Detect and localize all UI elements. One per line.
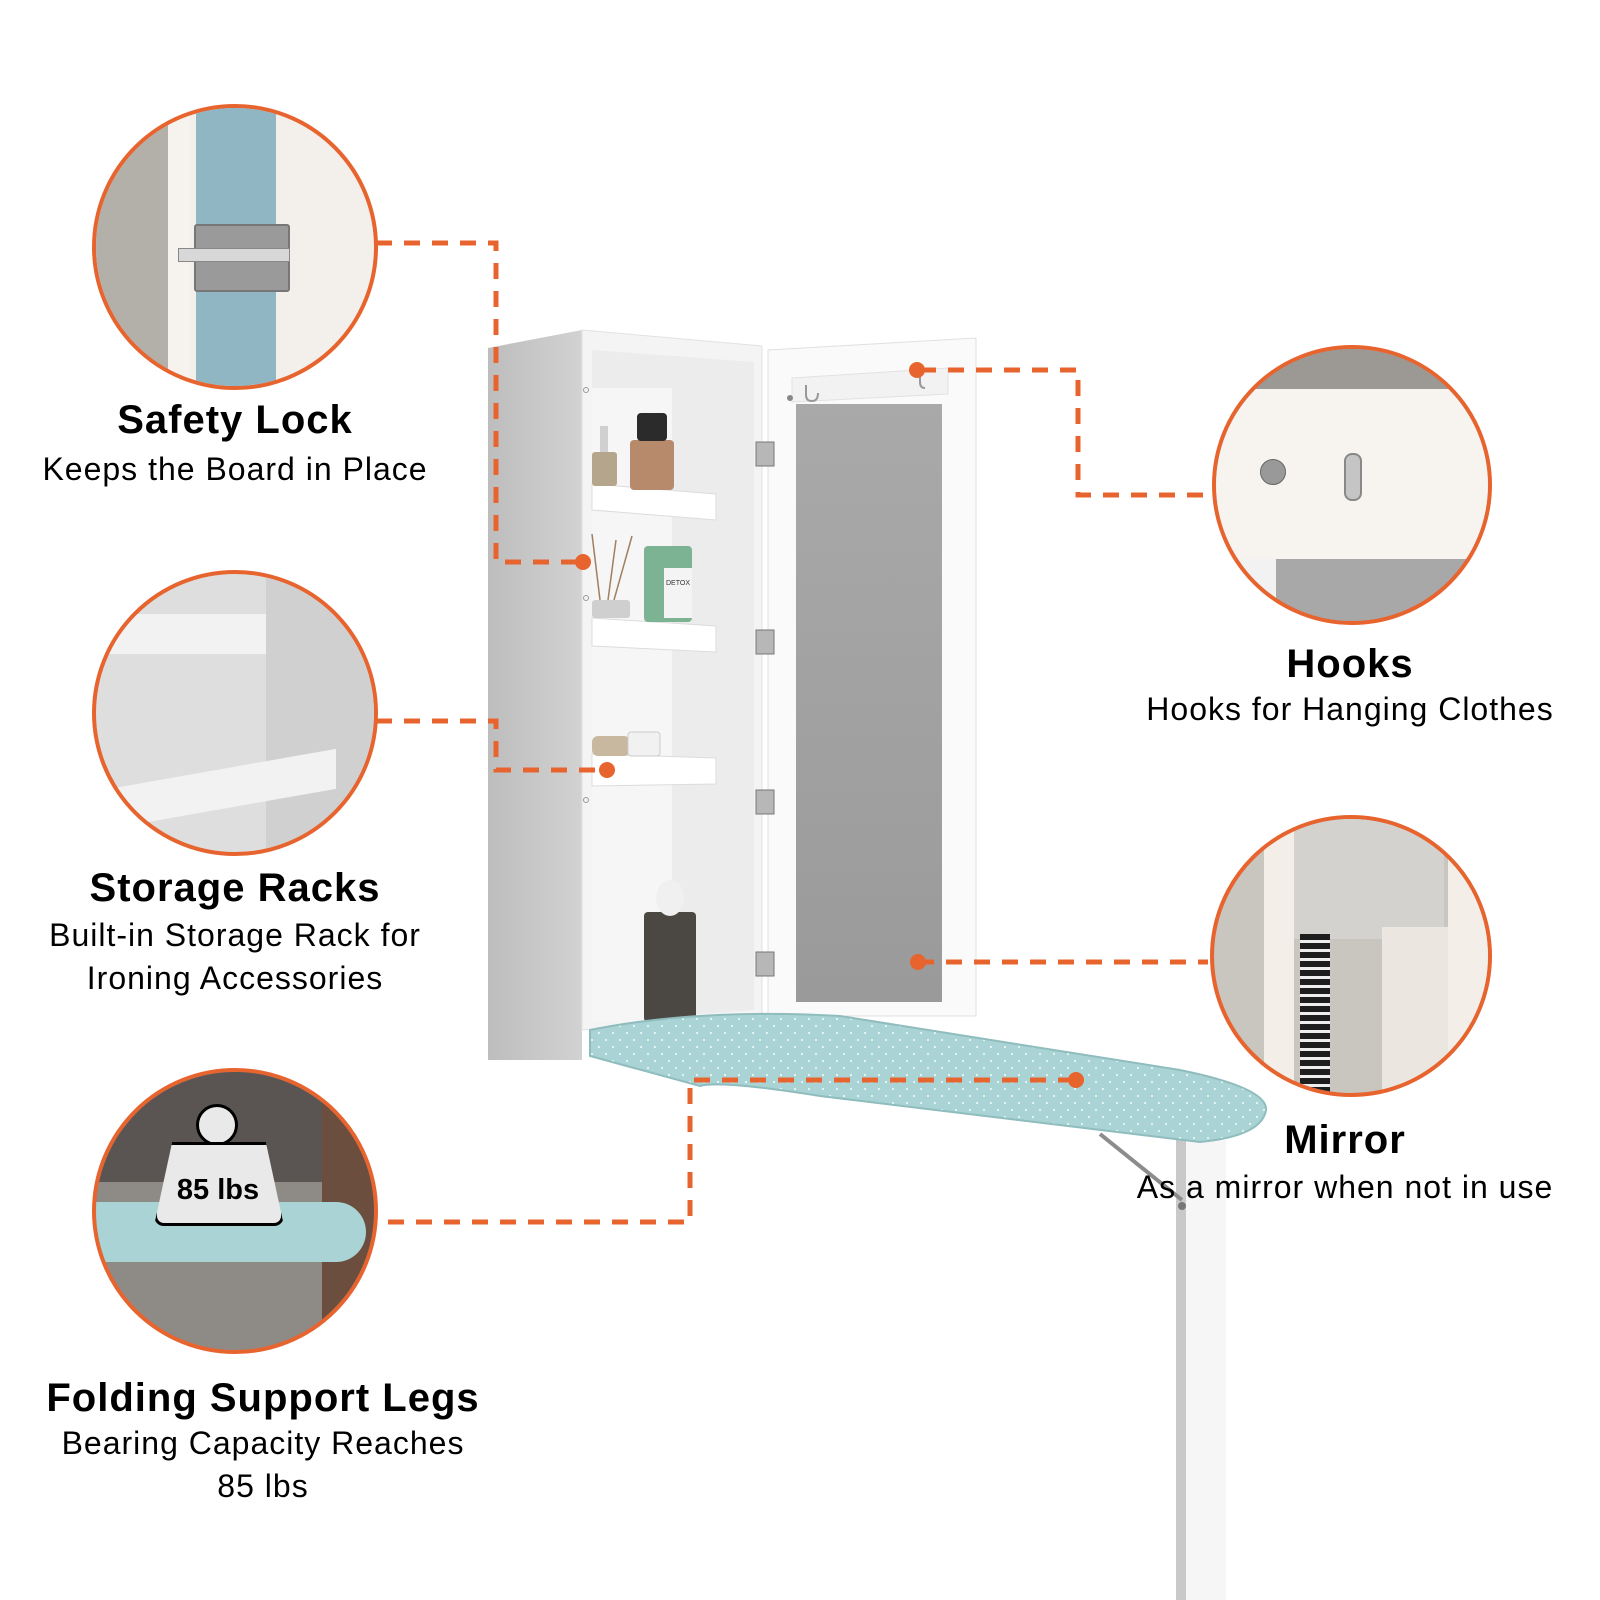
storage-racks-title: Storage Racks	[89, 866, 381, 910]
hinge	[755, 951, 775, 977]
perfume-bottle	[630, 440, 674, 490]
mirror-description: As a mirror when not in use	[1136, 1169, 1554, 1205]
mirror-panel	[796, 404, 942, 1002]
reed-diffuser	[592, 600, 630, 618]
hinge	[755, 789, 775, 815]
folding-legs-detail-image: 85 lbs	[92, 1068, 378, 1354]
storage-racks-description-line-1: Built-in Storage Rack for	[49, 917, 421, 953]
hinge	[755, 441, 775, 467]
connector-hooks	[920, 367, 1205, 498]
connector-storage-racks	[376, 718, 604, 773]
mirror-title: Mirror	[1284, 1118, 1406, 1162]
storage-racks-detail-image	[92, 570, 378, 856]
storage-shelves: DETOX	[583, 387, 717, 1022]
safety-lock-description: Keeps the Board in Place	[42, 451, 428, 487]
hook-icon	[805, 385, 819, 403]
folding-legs-description-line-2: 85 lbs	[217, 1468, 309, 1504]
connector-folding-legs	[386, 1077, 1074, 1225]
weight-badge-label: 85 lbs	[176, 1174, 260, 1206]
weight-icon: 85 lbs	[152, 1104, 284, 1226]
mirror-detail-image	[1210, 815, 1492, 1097]
hook-icon	[1344, 453, 1362, 501]
safety-lock-title: Safety Lock	[117, 398, 353, 442]
hooks-title: Hooks	[1286, 642, 1414, 686]
folding-legs-title: Folding Support Legs	[46, 1376, 480, 1420]
mirror-door	[755, 337, 977, 1017]
spray-bottle	[644, 912, 696, 1022]
jar-label: DETOX	[666, 580, 690, 587]
serum-bottle	[592, 452, 617, 486]
callout-dot	[910, 954, 926, 970]
detox-jar	[644, 546, 692, 622]
screw-icon	[1260, 459, 1286, 485]
callout-dot	[1068, 1072, 1084, 1088]
window-blinds	[1300, 934, 1330, 1093]
storage-racks-description-line-2: Ironing Accessories	[86, 960, 384, 996]
folding-legs-description-line-1: Bearing Capacity Reaches	[61, 1425, 465, 1461]
callout-dot	[599, 762, 615, 778]
callout-dot	[909, 362, 925, 378]
hooks-detail-image	[1212, 345, 1492, 625]
callout-dot	[575, 554, 591, 570]
cabinet-body	[488, 329, 763, 1060]
safety-lock-detail-image	[92, 104, 378, 390]
hooks-description: Hooks for Hanging Clothes	[1146, 691, 1554, 727]
hinge	[755, 629, 775, 655]
